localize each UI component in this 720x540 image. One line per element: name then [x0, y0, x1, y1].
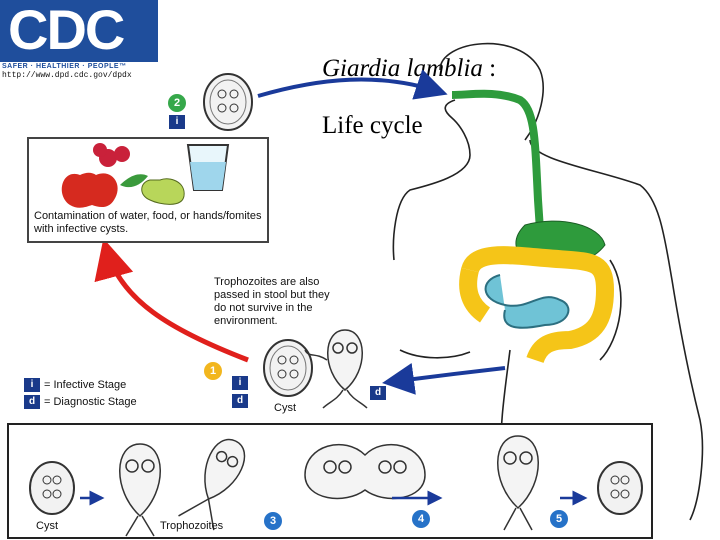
- trophozoite-dividing: [304, 444, 426, 500]
- bottom-cyst-left: [29, 461, 75, 515]
- pear-icon: [141, 178, 185, 205]
- subtitle: Life cycle: [322, 112, 423, 139]
- step-2-badge: 2: [168, 94, 186, 112]
- contamination-caption: Contamination of water, food, or hands/f…: [34, 210, 262, 235]
- legend-infective-icon: i: [24, 378, 40, 392]
- bottom-cyst-right: [597, 461, 643, 515]
- bottom-cyst-label: Cyst: [36, 520, 58, 532]
- large-intestine: [461, 246, 615, 364]
- bottom-trophozoites: [119, 435, 539, 537]
- water-glass-icon: [186, 144, 230, 191]
- small-intestine: [484, 274, 570, 329]
- leaf-icon: [120, 174, 148, 188]
- contamination-panel: [27, 137, 269, 243]
- cyst-diagnostic: [263, 339, 313, 397]
- legend-infective-label: = Infective Stage: [44, 379, 127, 391]
- arrow-contamination: [94, 238, 249, 363]
- trophozoite-3: [497, 435, 539, 531]
- cyst-ingested: [203, 73, 253, 131]
- cdc-logo-text: CDC: [8, 0, 125, 61]
- title: Giardia lamblia :: [322, 55, 496, 83]
- trophozoite-stool: [304, 329, 368, 409]
- trophozoite-note: Trophozoites are also passed in stool bu…: [214, 276, 330, 327]
- trophozoite-2: [178, 438, 246, 531]
- species-name: Giardia lamblia: [322, 55, 483, 82]
- legend-diagnostic-label: = Diagnostic Stage: [44, 396, 137, 408]
- infective-marker: i: [169, 115, 185, 129]
- arrow-excretion: [382, 362, 506, 395]
- step-5-badge: 5: [550, 510, 568, 528]
- trophozoites-label: Trophozoites: [160, 520, 224, 532]
- step-4-badge: 4: [412, 510, 430, 528]
- trophozoite-1: [119, 443, 161, 537]
- cdc-tagline: SAFER · HEALTHIER · PEOPLE™: [2, 63, 127, 70]
- diagnostic-marker-trophozoite: d: [370, 386, 386, 400]
- esophagus: [451, 89, 544, 231]
- infective-marker-cyst: i: [232, 376, 248, 390]
- arrow-ingestion: [257, 69, 448, 100]
- diagnostic-marker-cyst: d: [232, 394, 248, 408]
- cyst-label: Cyst: [274, 402, 296, 414]
- digestive-tract: [451, 89, 615, 364]
- cdc-url: http://www.dpd.cdc.gov/dpdx: [2, 71, 132, 80]
- title-colon: :: [482, 55, 497, 82]
- apple-icon: [61, 172, 118, 208]
- step-3-badge: 3: [264, 512, 282, 530]
- cdc-logo: [0, 0, 158, 62]
- human-body-outline: [392, 42, 704, 521]
- step-1-badge: 1: [204, 362, 222, 380]
- legend-diagnostic-icon: d: [24, 395, 40, 409]
